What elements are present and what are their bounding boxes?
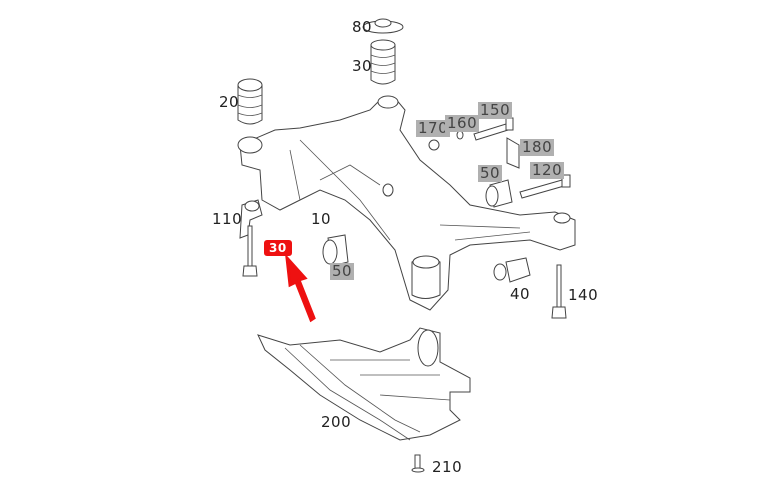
part-bolt-left[interactable]: [242, 225, 258, 277]
part-160-washer[interactable]: [456, 130, 464, 140]
callout-160: 160: [445, 114, 480, 132]
part-210-clip[interactable]: [411, 454, 425, 473]
callout-20: 20: [219, 93, 240, 111]
callout-120: 120: [530, 161, 565, 179]
callout-140: 140: [568, 286, 599, 304]
callout-10: 10: [311, 210, 332, 228]
callout-50-right: 50: [478, 164, 503, 182]
callout-30: 30: [352, 57, 373, 75]
callout-210: 210: [432, 458, 463, 476]
callout-80: 80: [352, 18, 373, 36]
part-30-bushing[interactable]: [370, 39, 396, 85]
part-10-subframe[interactable]: [237, 95, 576, 311]
part-180-bracket[interactable]: [506, 137, 520, 169]
callout-180: 180: [520, 138, 555, 156]
part-110-bracket[interactable]: [239, 199, 263, 239]
callout-50-left: 50: [330, 262, 355, 280]
part-140-bolt[interactable]: [551, 264, 567, 319]
callout-200: 200: [321, 413, 352, 431]
part-120-bolt[interactable]: [519, 174, 571, 199]
part-50-bushing-right[interactable]: [485, 179, 513, 208]
part-80-cap[interactable]: [362, 18, 404, 34]
part-40-bushing[interactable]: [493, 257, 531, 283]
part-170-nut[interactable]: [428, 139, 440, 151]
part-20-bushing[interactable]: [237, 78, 263, 125]
callout-150: 150: [478, 101, 513, 119]
part-50-bushing-left[interactable]: [322, 234, 349, 267]
highlighted-callout-30[interactable]: 30: [264, 240, 292, 256]
callout-40: 40: [510, 285, 531, 303]
callout-110: 110: [212, 210, 243, 228]
callout-170: 170: [416, 119, 451, 137]
part-150-bolt[interactable]: [473, 117, 514, 141]
red-arrow-icon: [284, 253, 316, 323]
part-200-underbody-panel[interactable]: [257, 327, 471, 441]
